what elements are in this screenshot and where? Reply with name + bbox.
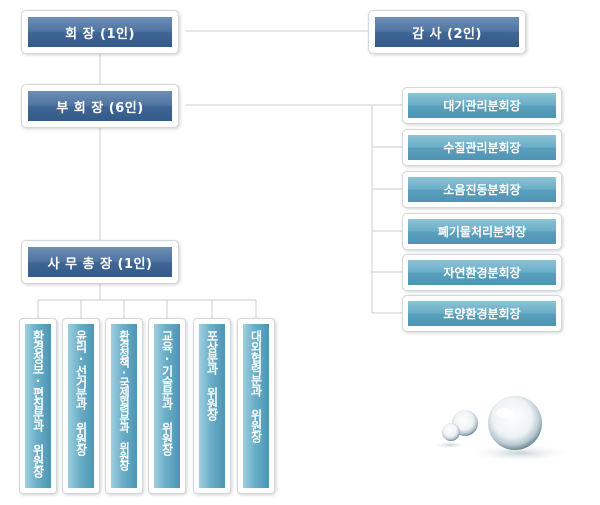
division-node: 소음진동분회장 — [402, 171, 562, 208]
secretary-general-label: 사 무 총 장 (1인) — [28, 247, 172, 277]
president-node: 회 장 (1인) — [21, 10, 179, 54]
division-label: 폐기물처리분회장 — [408, 219, 556, 244]
president-label: 회 장 (1인) — [28, 17, 172, 47]
committee-node: 교육·기술분과 위원장 — [148, 318, 186, 494]
decorative-spheres-image — [432, 396, 575, 462]
division-label: 자연환경분회장 — [408, 260, 556, 285]
auditor-label: 감 사 (2인) — [375, 17, 519, 47]
division-label: 수질관리분회장 — [408, 135, 556, 160]
division-node: 대기관리분회장 — [402, 87, 562, 124]
auditor-node: 감 사 (2인) — [368, 10, 526, 54]
vice-president-node: 부 회 장 (6인) — [21, 84, 179, 128]
committee-label: 교육·기술분과 위원장 — [160, 330, 174, 455]
division-node: 수질관리분회장 — [402, 129, 562, 166]
committee-node: 환경정보·편집분과 위원장 — [19, 318, 57, 494]
committee-node: 포상분과 위원장 — [193, 318, 231, 494]
committee-label: 윤리·선거분과 위원장 — [74, 330, 88, 455]
committee-label: 환경정책·국제협력분과 위원장 — [117, 330, 131, 469]
committee-node: 환경정책·국제협력분과 위원장 — [105, 318, 143, 494]
secretary-general-node: 사 무 총 장 (1인) — [21, 240, 179, 284]
committee-node: 윤리·선거분과 위원장 — [62, 318, 100, 494]
division-node: 자연환경분회장 — [402, 254, 562, 291]
committee-label: 환경정보·편집분과 위원장 — [31, 330, 45, 477]
committee-node: 대외협력분과 위원장 — [237, 318, 275, 494]
division-label: 토양환경분회장 — [408, 301, 556, 326]
committee-label: 대외협력분과 위원장 — [249, 330, 263, 442]
division-label: 소음진동분회장 — [408, 177, 556, 202]
vice-president-label: 부 회 장 (6인) — [28, 91, 172, 121]
division-node: 폐기물처리분회장 — [402, 213, 562, 250]
division-node: 토양환경분회장 — [402, 295, 562, 332]
division-label: 대기관리분회장 — [408, 93, 556, 118]
committee-label: 포상분과 위원장 — [205, 330, 219, 420]
